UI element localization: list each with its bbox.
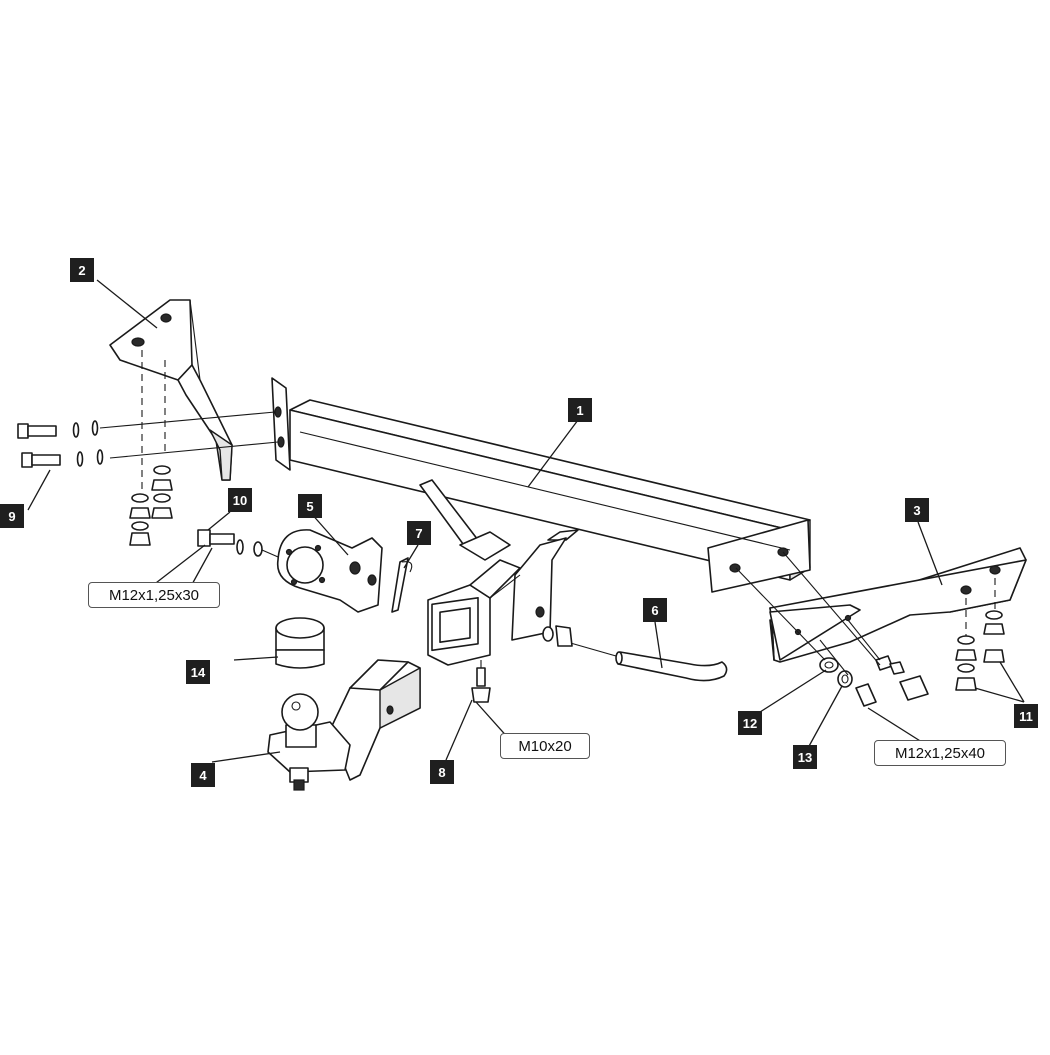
callout-1: 1 [568, 398, 592, 422]
spec-label-bolt-10: M12x1,25x30 [88, 582, 220, 608]
spec-label-bolt-13: M12x1,25x40 [874, 740, 1006, 766]
part-2-left-bracket [109, 299, 233, 481]
callout-10: 10 [228, 488, 252, 512]
part-3-right-bracket [769, 547, 1027, 663]
callout-4: 4 [191, 763, 215, 787]
part-6-pin [559, 639, 728, 682]
callout-7: 7 [407, 521, 431, 545]
callout-3: 3 [905, 498, 929, 522]
spec-label-bolt-8: M10x20 [500, 733, 590, 759]
part-9-bolts [17, 420, 104, 468]
part-1-cross-beam [271, 377, 811, 593]
part-14-ball-cover [275, 617, 325, 669]
callout-5: 5 [298, 494, 322, 518]
receiver-housing [419, 479, 579, 666]
callout-11: 11 [1014, 704, 1038, 728]
part-4-ball-mount [267, 659, 421, 791]
callout-14: 14 [186, 660, 210, 684]
receiver-nut-washer [542, 625, 573, 647]
left-nuts-washers [129, 465, 173, 546]
callout-2: 2 [70, 258, 94, 282]
callout-9: 9 [0, 504, 24, 528]
part-12-13-hardware [735, 551, 929, 707]
callout-8: 8 [430, 760, 454, 784]
callout-6: 6 [643, 598, 667, 622]
callout-12: 12 [738, 711, 762, 735]
callout-13: 13 [793, 745, 817, 769]
part-10-bolt [197, 529, 286, 561]
part-7-clip [391, 557, 413, 613]
part-8-bolt [471, 660, 491, 703]
part-5-socket-plate [276, 529, 383, 613]
alignment-lines [99, 350, 279, 500]
part-11-nuts [955, 578, 1005, 691]
